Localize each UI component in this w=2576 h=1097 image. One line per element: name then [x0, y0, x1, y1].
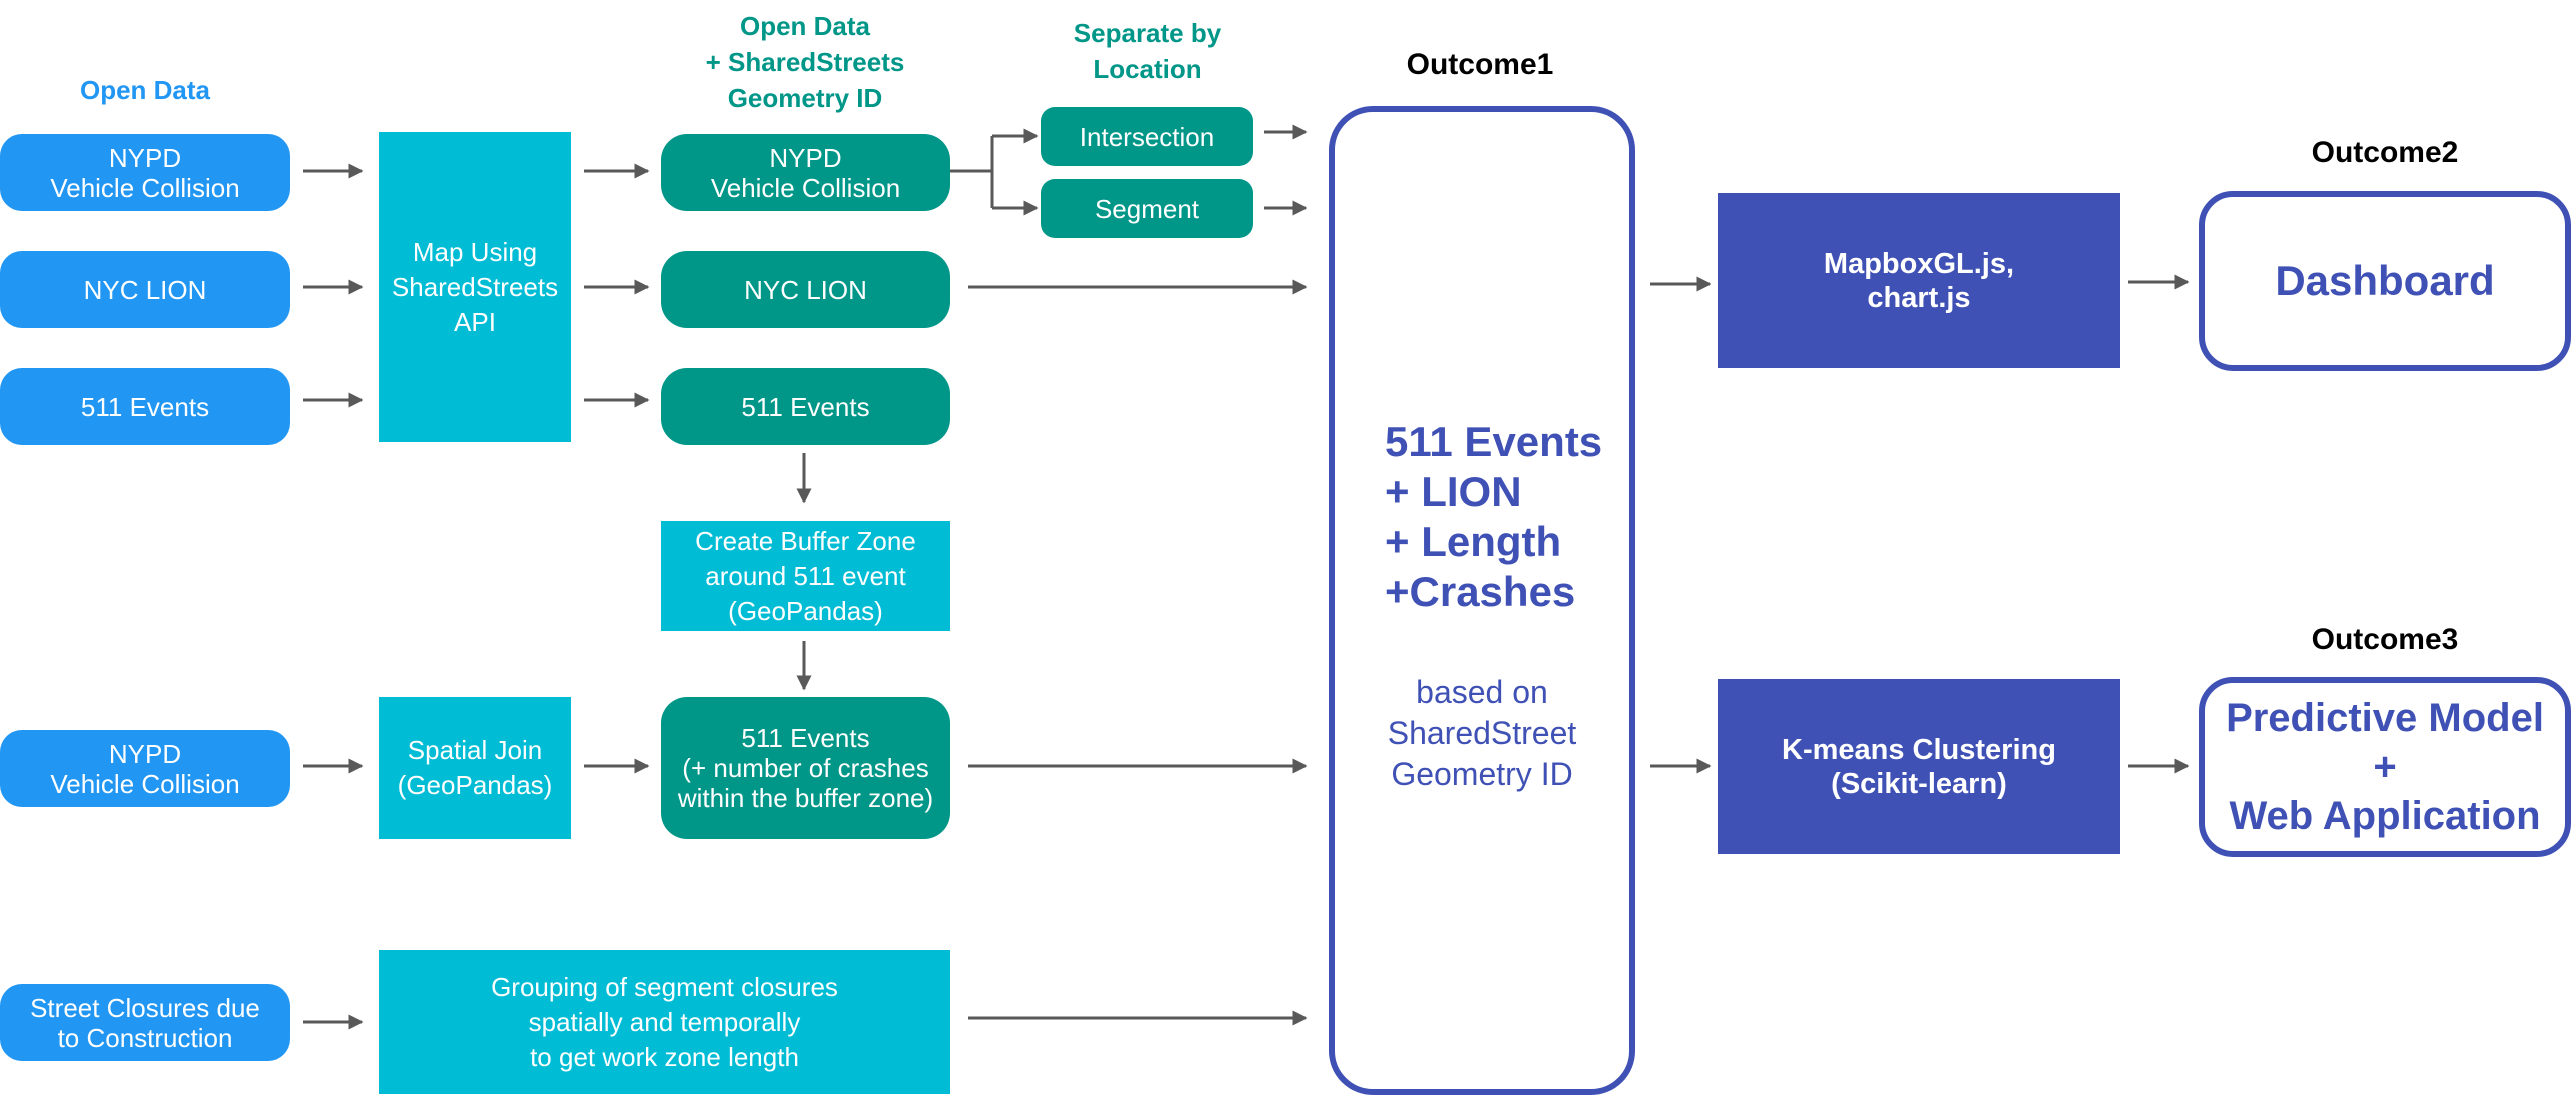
process-map-sharedstreets-api: Map Using SharedStreets API: [379, 132, 571, 442]
header-separate-by-location: Separate by Location: [1073, 18, 1222, 84]
process-grouping-closures: Grouping of segment closures spatially a…: [379, 950, 950, 1094]
mapped-nyc-lion: NYC LION: [661, 251, 950, 328]
mapped-nypd-vehicle-collision: NYPD Vehicle Collision: [661, 134, 950, 211]
header-outcome3: Outcome3: [2311, 623, 2459, 656]
location-segment: Segment: [1041, 179, 1253, 238]
mapped-511-events-crashes: 511 Events (+ number of crashes within t…: [661, 697, 950, 839]
header-open-data-sharedstreets: Open Data + SharedStreets Geometry ID: [705, 11, 905, 113]
tool-kmeans-clustering: K-means Clustering (Scikit-learn): [1718, 679, 2120, 854]
header-open-data: Open Data: [79, 75, 211, 105]
header-outcome1: Outcome1: [1406, 48, 1554, 81]
tool-mapbox-chartjs: MapboxGL.js, chart.js: [1718, 193, 2120, 368]
outcome1-main-text: 511 Events + LION + Length +Crashes: [1385, 418, 1603, 615]
source-nyc-lion: NYC LION: [0, 251, 290, 328]
source-street-closures: Street Closures due to Construction: [0, 984, 290, 1061]
mapped-511-events: 511 Events: [661, 368, 950, 445]
location-intersection: Intersection: [1041, 107, 1253, 166]
source-nypd-vehicle-collision: NYPD Vehicle Collision: [0, 134, 290, 211]
outcome1-box: 511 Events + LION + Length +Crashes base…: [1329, 106, 1635, 1095]
process-spatial-join: Spatial Join (GeoPandas): [379, 697, 571, 839]
source-511-events: 511 Events: [0, 368, 290, 445]
result-dashboard: Dashboard: [2199, 191, 2571, 371]
result-predictive-model: Predictive Model + Web Application: [2199, 677, 2571, 857]
process-create-buffer-zone: Create Buffer Zone around 511 event (Geo…: [661, 521, 950, 631]
outcome1-sub-text: based on SharedStreet Geometry ID: [1387, 674, 1577, 792]
header-outcome2: Outcome2: [2311, 136, 2459, 169]
source-nypd-vehicle-collision-2: NYPD Vehicle Collision: [0, 730, 290, 807]
